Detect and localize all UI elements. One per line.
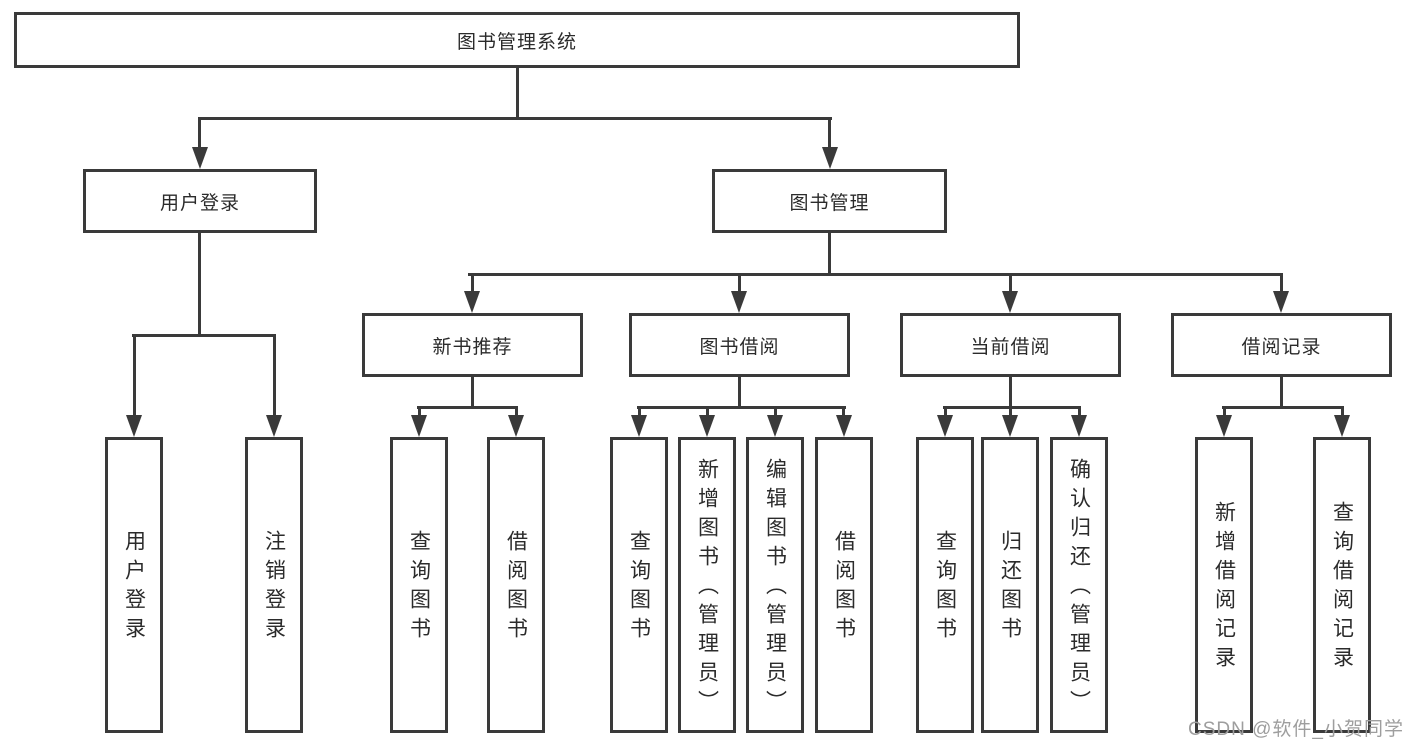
leaf-edit-books-admin: 编辑图书（管理员） xyxy=(746,437,804,733)
node-label: 查询图书 xyxy=(627,530,651,646)
node-borrowing-records: 借阅记录 xyxy=(1171,313,1392,377)
arrowhead-down xyxy=(266,415,282,437)
arrowhead-down xyxy=(192,147,208,169)
leaf-user-login: 用户登录 xyxy=(105,437,163,733)
node-label: 新增借阅记录 xyxy=(1212,501,1236,675)
arrowhead-down xyxy=(822,147,838,169)
arrowhead-down xyxy=(731,291,747,313)
node-book-borrowing: 图书借阅 xyxy=(629,313,850,377)
connector-vline xyxy=(828,117,831,151)
node-label: 用户登录 xyxy=(122,530,146,646)
node-label: 查询借阅记录 xyxy=(1330,501,1354,675)
leaf-add-books-admin: 新增图书（管理员） xyxy=(678,437,736,733)
connector-vline xyxy=(842,406,845,421)
connector-vline xyxy=(1009,377,1012,408)
node-label: 借阅记录 xyxy=(1241,336,1322,358)
connector-vline xyxy=(944,406,947,421)
connector-vline xyxy=(516,68,519,118)
connector-hline xyxy=(417,406,518,409)
connector-vline xyxy=(638,406,641,421)
arrowhead-down xyxy=(1071,415,1087,437)
arrowhead-down xyxy=(1273,291,1289,313)
connector-vline xyxy=(273,334,276,419)
leaf-query-books-2: 查询图书 xyxy=(610,437,668,733)
arrowhead-down xyxy=(937,415,953,437)
connector-hline xyxy=(468,273,1283,276)
connector-vline xyxy=(1280,273,1283,297)
connector-vline xyxy=(471,273,474,297)
connector-vline xyxy=(471,377,474,408)
node-book-management-system: 图书管理系统 xyxy=(14,12,1020,68)
connector-vline xyxy=(1280,377,1283,408)
node-label: 注销登录 xyxy=(262,530,286,646)
connector-vline xyxy=(706,406,709,421)
connector-vline xyxy=(198,117,201,151)
connector-vline xyxy=(515,406,518,421)
csdn-watermark: CSDN @软件_小贺同学 xyxy=(1188,719,1404,740)
connector-vline xyxy=(738,273,741,297)
node-user-login-branch: 用户登录 xyxy=(83,169,317,233)
connector-vline xyxy=(198,233,201,336)
node-label: 当前借阅 xyxy=(970,336,1051,358)
connector-vline xyxy=(774,406,777,421)
connector-vline xyxy=(828,233,831,275)
node-label: 用户登录 xyxy=(159,192,240,214)
connector-vline xyxy=(1223,406,1226,421)
leaf-add-borrow-record: 新增借阅记录 xyxy=(1195,437,1253,733)
node-label: 图书借阅 xyxy=(699,336,780,358)
node-label: 归还图书 xyxy=(998,530,1022,646)
node-label: 编辑图书（管理员） xyxy=(763,457,787,719)
arrowhead-down xyxy=(1002,291,1018,313)
node-book-management-branch: 图书管理 xyxy=(712,169,947,233)
node-label: 图书管理系统 xyxy=(456,31,577,53)
arrowhead-down xyxy=(767,415,783,437)
node-label: 图书管理 xyxy=(789,192,870,214)
arrowhead-down xyxy=(1002,415,1018,437)
arrowhead-down xyxy=(836,415,852,437)
node-label: 查询图书 xyxy=(407,530,431,646)
arrowhead-down xyxy=(508,415,524,437)
connector-hline xyxy=(198,117,832,120)
node-label: 借阅图书 xyxy=(832,530,856,646)
connector-vline xyxy=(1009,406,1012,421)
arrowhead-down xyxy=(126,415,142,437)
connector-hline xyxy=(943,406,1081,409)
node-label: 确认归还（管理员） xyxy=(1067,457,1091,719)
arrowhead-down xyxy=(699,415,715,437)
leaf-query-books-1: 查询图书 xyxy=(390,437,448,733)
leaf-borrow-books-1: 借阅图书 xyxy=(487,437,545,733)
connector-hline xyxy=(637,406,846,409)
leaf-borrow-books-2: 借阅图书 xyxy=(815,437,873,733)
leaf-logout: 注销登录 xyxy=(245,437,303,733)
arrowhead-down xyxy=(1216,415,1232,437)
node-label: 借阅图书 xyxy=(504,530,528,646)
arrowhead-down xyxy=(1334,415,1350,437)
node-current-borrowing: 当前借阅 xyxy=(900,313,1121,377)
arrowhead-down xyxy=(464,291,480,313)
leaf-query-books-3: 查询图书 xyxy=(916,437,974,733)
connector-hline xyxy=(132,334,276,337)
node-label: 新增图书（管理员） xyxy=(695,457,719,719)
connector-vline xyxy=(1009,273,1012,297)
node-new-book-recommendation: 新书推荐 xyxy=(362,313,583,377)
leaf-confirm-return-admin: 确认归还（管理员） xyxy=(1050,437,1108,733)
connector-vline xyxy=(133,334,136,419)
connector-vline xyxy=(418,406,421,421)
leaf-return-books: 归还图书 xyxy=(981,437,1039,733)
connector-vline xyxy=(1078,406,1081,421)
arrowhead-down xyxy=(631,415,647,437)
connector-hline xyxy=(1222,406,1344,409)
connector-vline xyxy=(1341,406,1344,421)
node-label: 新书推荐 xyxy=(432,336,513,358)
leaf-query-borrow-record: 查询借阅记录 xyxy=(1313,437,1371,733)
node-label: 查询图书 xyxy=(933,530,957,646)
connector-vline xyxy=(738,377,741,408)
arrowhead-down xyxy=(411,415,427,437)
